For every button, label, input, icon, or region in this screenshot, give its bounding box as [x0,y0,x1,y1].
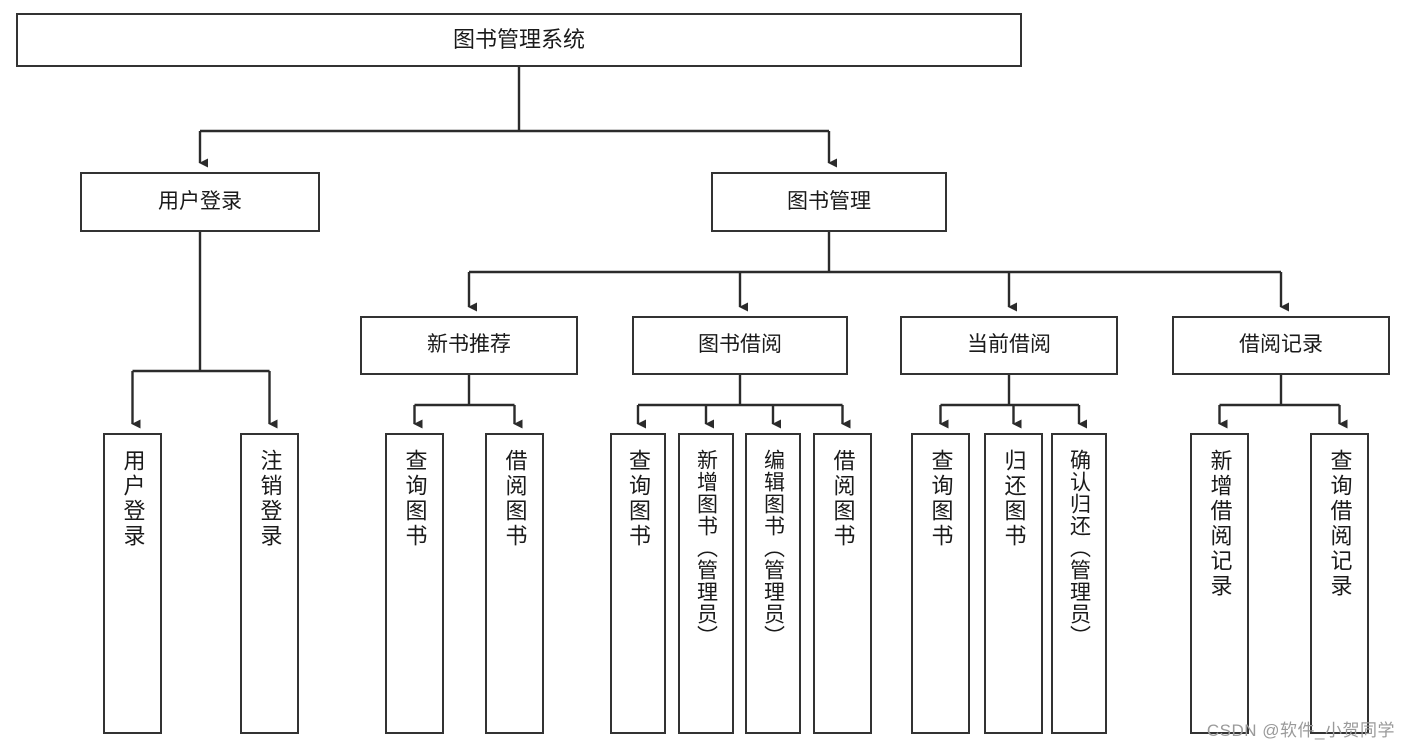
node-book-borrow[interactable]: 图书借阅 [632,316,848,375]
node-label: 图书借阅 [698,333,782,357]
node-leaf-query-book-borrow[interactable]: 查询图书 [610,433,666,734]
node-leaf-query-book-current[interactable]: 查询图书 [911,433,970,734]
node-leaf-add-book-admin[interactable]: 新增图书（管理员） [678,433,734,734]
node-user-login[interactable]: 用户登录 [80,172,320,232]
node-leaf-edit-book-admin[interactable]: 编辑图书（管理员） [745,433,801,734]
node-label: 新书推荐 [427,333,511,357]
node-leaf-query-book-recommend[interactable]: 查询图书 [385,433,444,734]
node-new-book-recommend[interactable]: 新书推荐 [360,316,578,375]
node-label: 注销登录 [257,449,283,549]
node-label: 新增图书（管理员） [694,449,718,647]
node-leaf-borrow-book[interactable]: 借阅图书 [813,433,872,734]
node-leaf-confirm-return-admin[interactable]: 确认归还（管理员） [1051,433,1107,734]
node-borrow-record[interactable]: 借阅记录 [1172,316,1390,375]
node-label: 确认归还（管理员） [1067,449,1091,647]
node-leaf-return-book[interactable]: 归还图书 [984,433,1043,734]
node-label: 编辑图书（管理员） [761,449,785,647]
node-label: 查询图书 [928,449,954,549]
node-label: 借阅图书 [830,449,856,549]
node-leaf-user-login[interactable]: 用户登录 [103,433,162,734]
node-label: 借阅记录 [1239,333,1323,357]
node-label: 借阅图书 [502,449,528,549]
node-label: 查询借阅记录 [1327,449,1353,599]
node-leaf-query-borrow-record[interactable]: 查询借阅记录 [1310,433,1369,734]
node-current-borrow[interactable]: 当前借阅 [900,316,1118,375]
node-leaf-logout[interactable]: 注销登录 [240,433,299,734]
node-label: 用户登录 [158,189,242,213]
node-label: 当前借阅 [967,333,1051,357]
node-label: 用户登录 [120,449,146,549]
watermark-label: CSDN @软件_小贺同学 [1206,721,1395,740]
node-label: 新增借阅记录 [1207,449,1233,599]
node-label: 图书管理 [787,189,871,213]
node-label: 查询图书 [402,449,428,549]
node-leaf-add-borrow-record[interactable]: 新增借阅记录 [1190,433,1249,734]
node-root[interactable]: 图书管理系统 [16,13,1022,67]
node-label: 图书管理系统 [452,27,585,53]
node-label: 归还图书 [1001,449,1027,549]
node-leaf-borrow-book-recommend[interactable]: 借阅图书 [485,433,544,734]
node-book-manage[interactable]: 图书管理 [711,172,947,232]
node-label: 查询图书 [626,449,651,549]
